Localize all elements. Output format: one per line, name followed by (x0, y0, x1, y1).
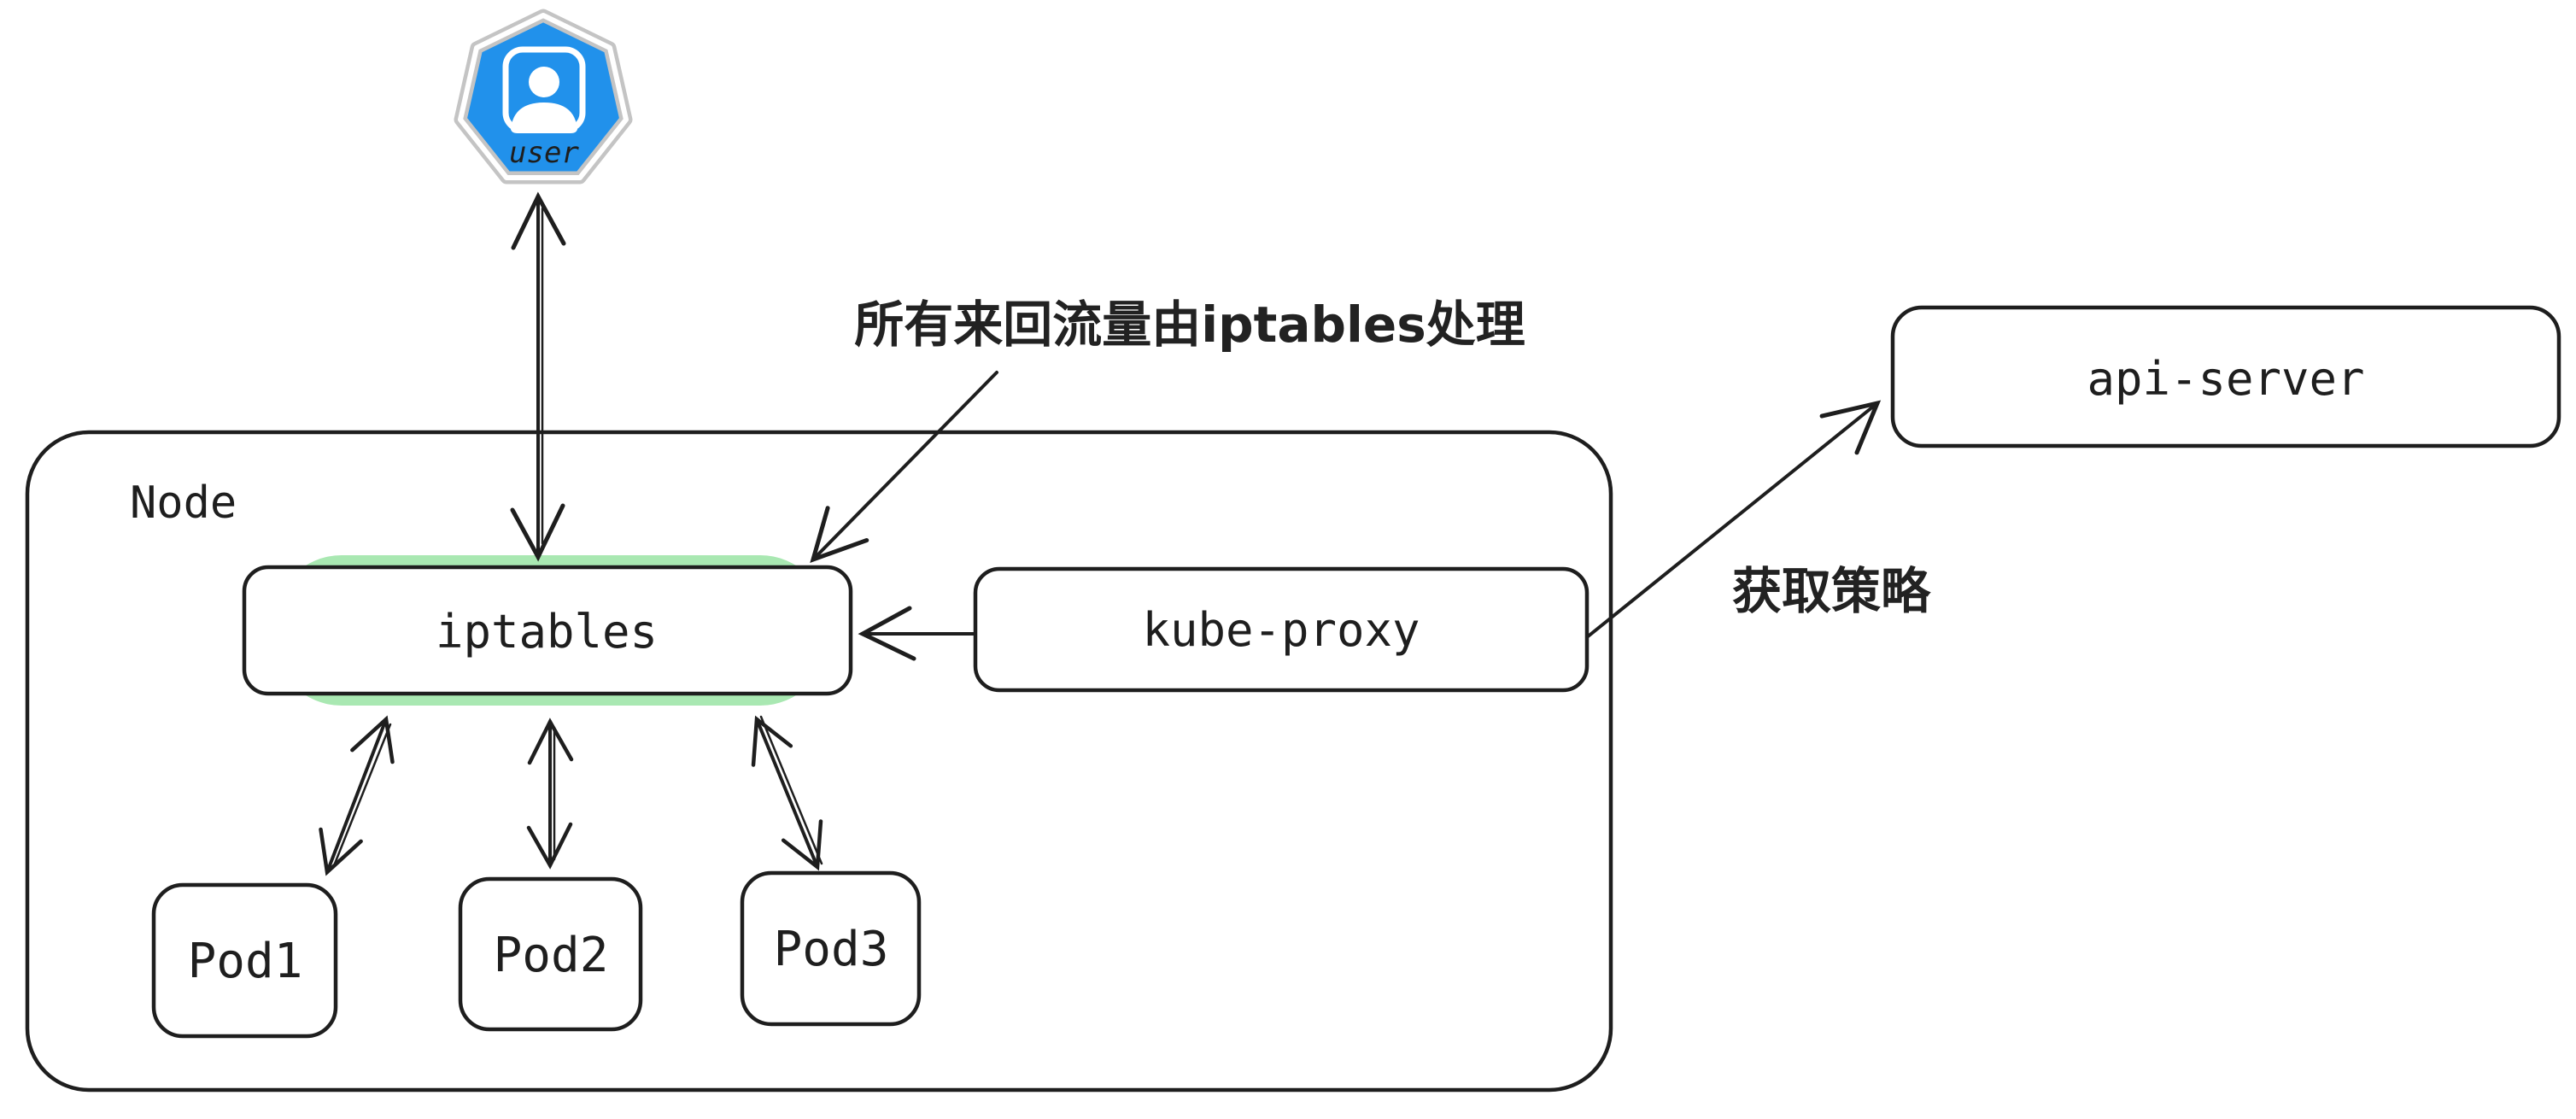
arrow-annotation-iptables (810, 371, 998, 563)
iptables-box: iptables (242, 555, 853, 706)
pod-box-2: Pod2 (458, 876, 643, 1032)
arrow-user-iptables (510, 191, 566, 562)
annotation-fetch-policy: 获取策略 (1732, 562, 1931, 620)
pod3-rect (740, 870, 922, 1027)
api-server-label: api-server (2087, 352, 2364, 406)
user-icon-inner-ring (458, 13, 629, 180)
pod1-rect (151, 882, 338, 1039)
api-server-rect (1890, 305, 2561, 448)
node-label: Node (130, 477, 237, 529)
pod1-label: Pod1 (188, 934, 303, 989)
pod2-label: Pod2 (494, 928, 609, 983)
arrow-iptables-pod2 (526, 718, 574, 870)
iptables-label: iptables (436, 605, 658, 659)
pod-box-3: Pod3 (740, 870, 922, 1027)
kube-proxy-rect (973, 566, 1590, 693)
arrow-node-apiserver (1585, 400, 1882, 639)
arrow-iptables-pod3 (751, 715, 823, 871)
pod-box-1: Pod1 (151, 882, 338, 1039)
iptables-rect (242, 565, 853, 696)
user-icon: user (454, 9, 633, 185)
kube-proxy-label: kube-proxy (1142, 603, 1420, 657)
pod3-label: Pod3 (774, 922, 889, 977)
annotation-traffic-note: 所有来回流量由iptables处理 (854, 296, 1525, 354)
user-icon-label: user (509, 136, 579, 170)
kube-proxy-box: kube-proxy (973, 566, 1590, 693)
user-person-head-icon (529, 67, 559, 97)
pod2-rect (458, 876, 643, 1032)
arrow-iptables-pod1 (319, 715, 395, 876)
user-person-body-icon (511, 103, 577, 133)
api-server-box: api-server (1890, 305, 2561, 448)
